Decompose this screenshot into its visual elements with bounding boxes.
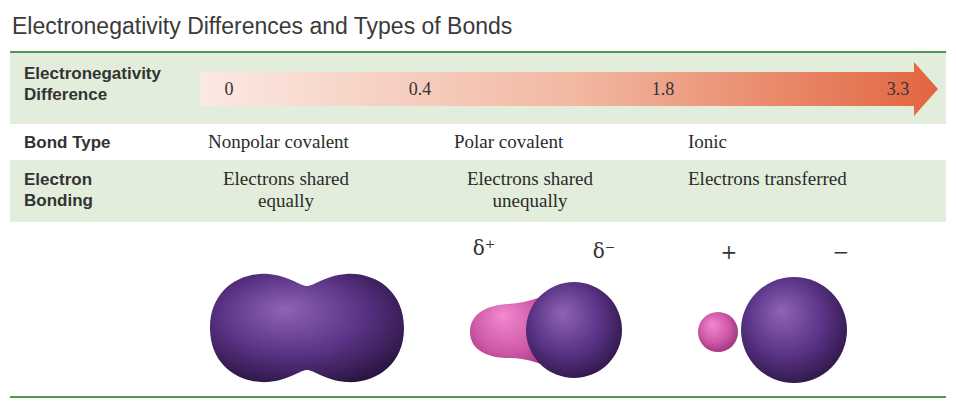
scale-value: 0.4 bbox=[390, 78, 450, 100]
rule-line bbox=[10, 51, 946, 53]
charge-symbol: δ⁺ bbox=[466, 236, 502, 260]
table-cell: Electrons shared unequally bbox=[448, 168, 612, 212]
table-cell: Nonpolar covalent bbox=[208, 131, 438, 153]
charge-symbol: + bbox=[714, 240, 744, 264]
scale-value: 1.8 bbox=[633, 78, 693, 100]
rule-line bbox=[10, 396, 946, 398]
row-header: Electron Bonding bbox=[24, 169, 136, 211]
table-cell: Ionic bbox=[688, 131, 928, 153]
scale-arrow bbox=[200, 62, 938, 116]
polar-partial-negative bbox=[526, 282, 622, 378]
charge-symbol: − bbox=[826, 240, 856, 264]
table-cell: Electrons shared equally bbox=[204, 168, 368, 212]
row-band bbox=[10, 160, 946, 222]
cation-sphere bbox=[698, 312, 738, 352]
nonpolar-molecule bbox=[210, 274, 404, 382]
row-band bbox=[10, 53, 946, 124]
scale-value: 3.3 bbox=[868, 78, 928, 100]
figure-title: Electronegativity Differences and Types … bbox=[12, 13, 512, 40]
charge-symbol: δ⁻ bbox=[586, 239, 622, 263]
table-cell: Electrons transferred bbox=[688, 168, 938, 190]
row-header: Bond Type bbox=[24, 132, 192, 153]
row-header: Electronegativity Difference bbox=[24, 63, 192, 105]
table-cell: Polar covalent bbox=[454, 131, 674, 153]
anion-sphere bbox=[741, 277, 847, 383]
scale-value: 0 bbox=[199, 78, 259, 100]
